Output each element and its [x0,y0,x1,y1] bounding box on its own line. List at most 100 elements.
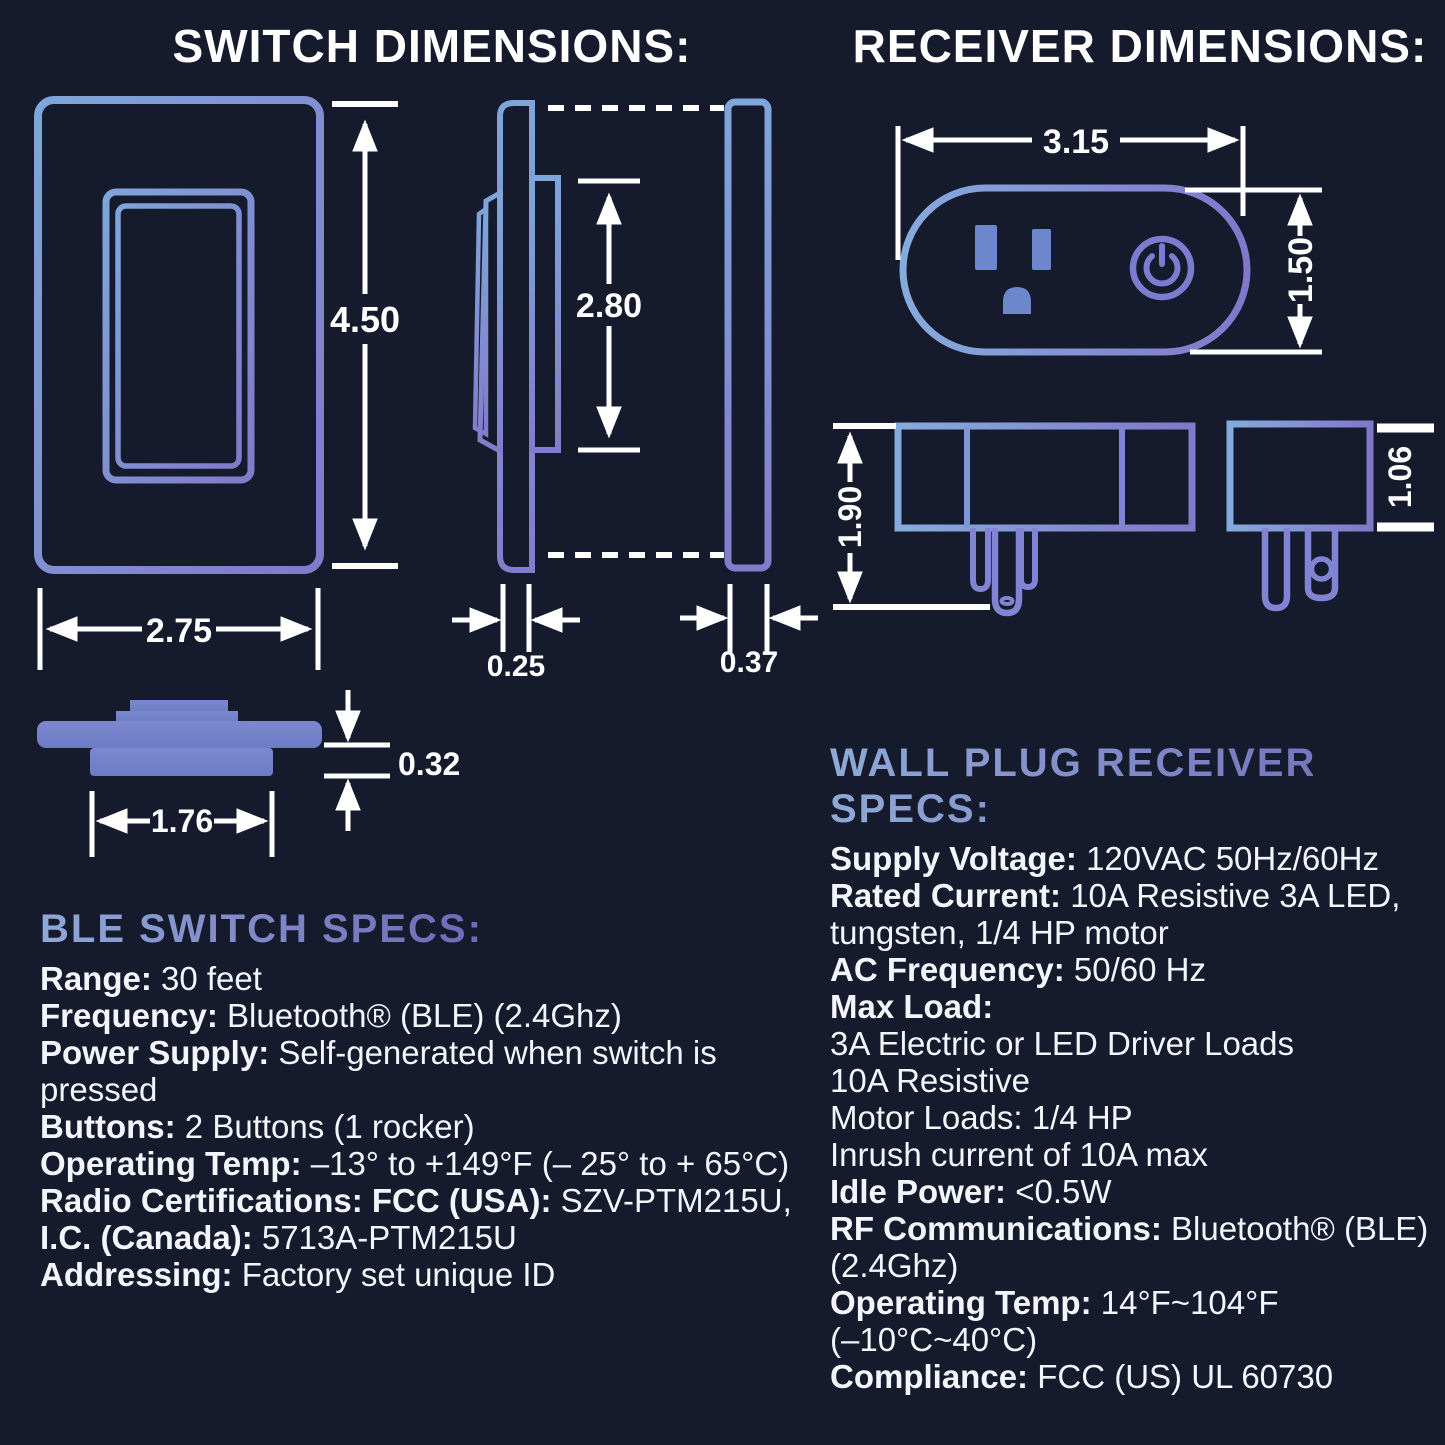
prong-tip-detail [999,596,1015,606]
plug-body-outline [899,184,1251,356]
dim-switch-side-height: 2.80 [576,178,642,453]
spec-value: –13° to +149°F (– 25° to + 65°C) [301,1145,790,1182]
spec-label: Supply Voltage: [830,840,1077,877]
dim-label: 1.50 [1282,237,1320,303]
spec-line: (2.4Ghz) [830,1247,1445,1284]
plug-side-outline [1226,420,1374,532]
power-button-ring [1129,235,1195,301]
spec-value: 2 Buttons (1 rocker) [175,1108,475,1145]
dim-label: 2.80 [576,287,642,325]
spec-value: 50/60 Hz [1064,951,1206,988]
receiver-side-view [1226,420,1374,612]
outlet-slot-right [1032,229,1051,270]
spec-value: 120VAC 50Hz/60Hz [1076,840,1379,877]
spec-line: Buttons: 2 Buttons (1 rocker) [40,1108,830,1145]
spec-label: Max Load: [830,988,994,1025]
switch-profile-view [37,700,322,776]
dim-label: 0.37 [720,646,778,679]
switch-module-outline [529,175,561,453]
spec-line: tungsten, 1/4 HP motor [830,914,1445,951]
dim-receiver-depth: 1.90 [832,423,990,610]
rocker-bump-top [130,700,228,713]
spec-line: Inrush current of 10A max [830,1136,1445,1173]
spec-line: (–10°C~40°C) [830,1321,1445,1358]
rocker-inner-outline [115,203,242,469]
spec-line: Operating Temp: 14°F~104°F [830,1284,1445,1321]
recessed-body [90,748,273,776]
receiver-title: RECEIVER DIMENSIONS: [853,20,1428,72]
spec-label: Frequency: [40,997,218,1034]
dim-label: 4.50 [330,299,400,340]
rocker-outer-outline [102,188,255,484]
spec-label: RF Communications: [830,1210,1162,1247]
dim-label: 1.90 [832,486,868,548]
spec-value: FCC (US) UL 60730 [1028,1358,1334,1395]
spec-value: tungsten, 1/4 HP motor [830,914,1169,951]
spec-value: Bluetooth® (BLE) [1161,1210,1429,1247]
wall-plate-outline [34,96,324,574]
plate-depth-bar-outline [724,98,772,572]
spec-label: Operating Temp: [40,1145,302,1182]
spec-value: Self-generated when switch is [269,1034,717,1071]
spec-label: Addressing: [40,1256,233,1293]
spec-value: Bluetooth® (BLE) (2.4Ghz) [217,997,622,1034]
spec-line: Compliance: FCC (US) UL 60730 [830,1358,1445,1395]
spec-line: AC Frequency: 50/60 Hz [830,951,1445,988]
ground-prong-outline [991,528,1023,617]
power-icon [1129,235,1195,301]
spec-line: pressed [40,1071,830,1108]
spec-line: RF Communications: Bluetooth® (BLE) [830,1210,1445,1247]
spec-value: (–10°C~40°C) [830,1321,1038,1358]
spec-value: SZV-PTM215U, [551,1182,792,1219]
receiver-specs-block: WALL PLUG RECEIVER SPECS: Supply Voltage… [830,740,1445,1395]
spec-value: Inrush current of 10A max [830,1136,1208,1173]
rocker-bump-base [116,711,238,724]
spec-value: (2.4Ghz) [830,1247,959,1284]
dim-label: 0.25 [487,650,545,683]
prong-outline [1018,528,1038,591]
dim-label: 3.15 [1043,123,1109,161]
spec-value: 30 feet [151,960,262,997]
spec-line: 10A Resistive [830,1062,1445,1099]
plug-bottom-outline [894,422,1196,532]
spec-line: 3A Electric or LED Driver Loads [830,1025,1445,1062]
outlet-icon [975,225,1051,314]
spec-label: Range: [40,960,152,997]
outlet-ground-hole [1003,287,1031,314]
receiver-front-view [899,184,1251,356]
spec-value: 3A Electric or LED Driver Loads [830,1025,1295,1062]
receiver-bottom-view [894,422,1196,617]
prong-hole [1308,556,1335,582]
prong-outline [970,528,991,593]
dim-label: 1.06 [1382,446,1418,508]
dim-switch-profile-width: 1.76 [89,791,275,857]
dim-switch-profile-depth: 0.32 [324,690,460,831]
spec-line: Max Load: [830,988,1445,1025]
dim-switch-box-depth: 0.37 [680,584,818,679]
receiver-specs-heading: WALL PLUG RECEIVER SPECS: [830,740,1445,832]
spec-label: I.C. (Canada): [40,1219,253,1256]
spec-value: Factory set unique ID [232,1256,556,1293]
dim-switch-front-height: 4.50 [330,101,400,569]
dim-switch-front-width: 2.75 [37,588,321,670]
plate-side-outline [497,100,535,573]
switch-front-view [34,96,324,574]
dim-receiver-width: 3.15 [895,123,1246,260]
spec-label: Idle Power: [830,1173,1007,1210]
dim-label: 0.32 [398,746,460,782]
dim-label: 1.76 [151,803,213,839]
spec-value: 5713A-PTM215U [252,1219,517,1256]
outlet-slot-left [975,225,997,270]
spec-line: Operating Temp: –13° to +149°F (– 25° to… [40,1145,830,1182]
spec-value: <0.5W [1006,1173,1112,1210]
spec-label: Power Supply: [40,1034,270,1071]
plate-profile [37,721,322,748]
dim-receiver-height: 1.50 [1185,187,1322,355]
spec-line: Motor Loads: 1/4 HP [830,1099,1445,1136]
spec-label: Compliance: [830,1358,1029,1395]
spec-line: I.C. (Canada): 5713A-PTM215U [40,1219,830,1256]
spec-line: Supply Voltage: 120VAC 50Hz/60Hz [830,840,1445,877]
dim-label: 2.75 [146,612,212,650]
spec-line: Frequency: Bluetooth® (BLE) (2.4Ghz) [40,997,830,1034]
